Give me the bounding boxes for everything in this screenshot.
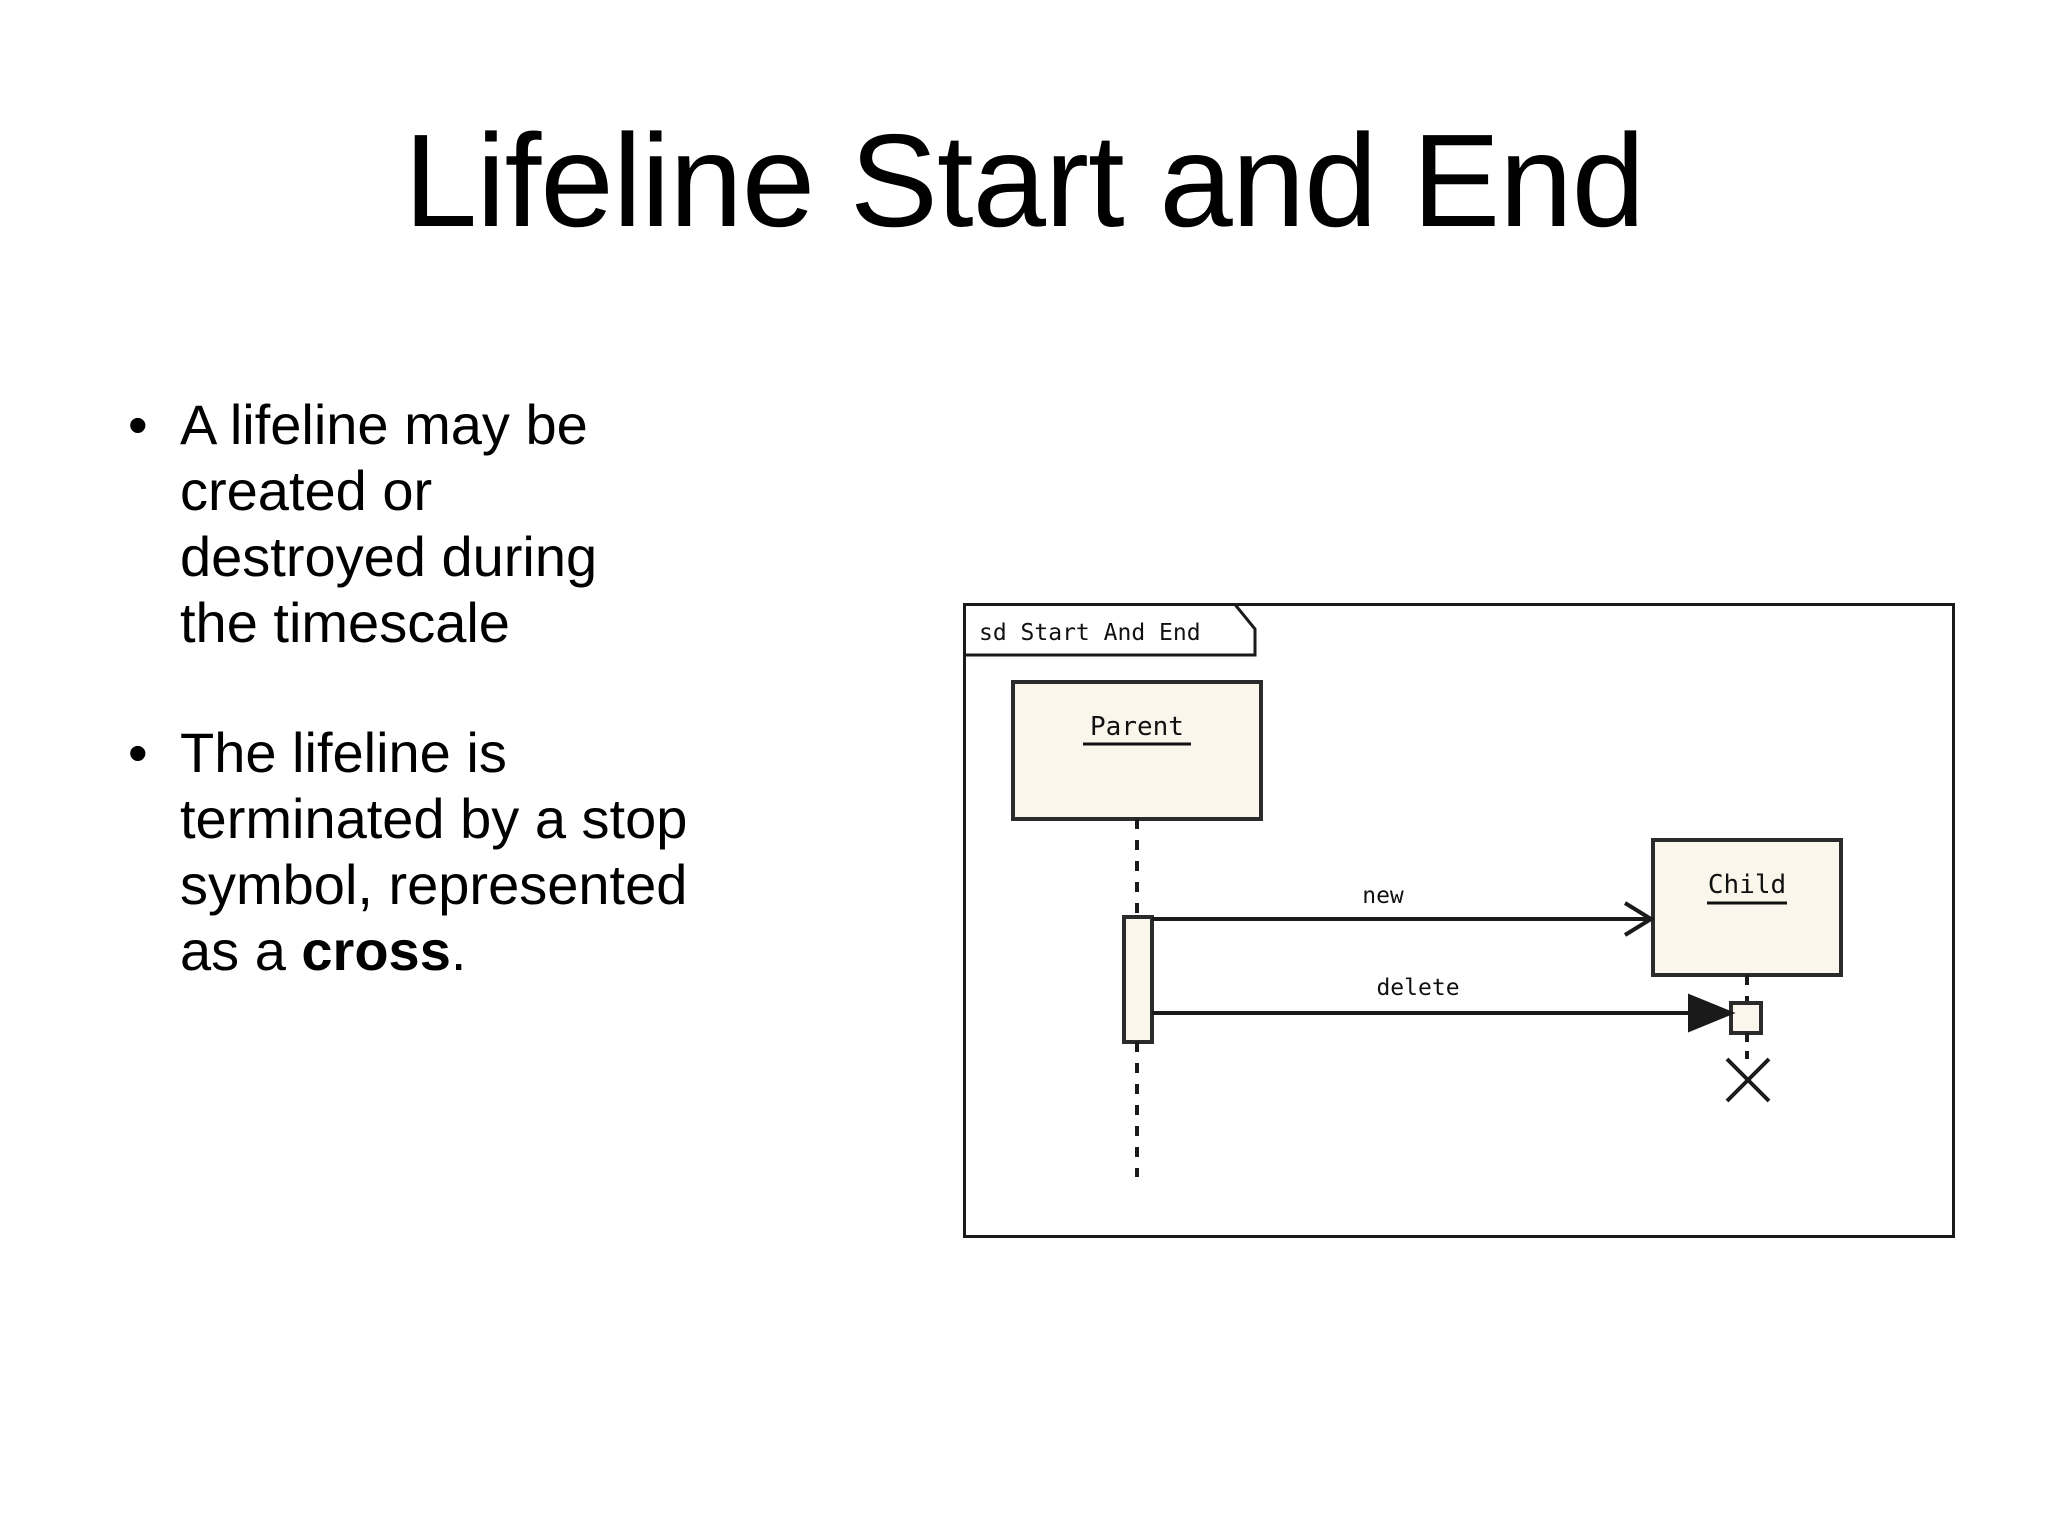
message-new: new [1152, 883, 1655, 937]
bullet-list: • A lifeline may be created or destroyed… [118, 392, 718, 984]
arrowhead-filled-icon [1688, 993, 1736, 1033]
bullet-line-final: as a cross. [180, 919, 466, 982]
arrowhead-open-icon [1623, 901, 1655, 937]
bullet-line: destroyed during [180, 525, 598, 588]
bullet-line-prefix: as a [180, 919, 302, 982]
message-label-new: new [1362, 883, 1404, 909]
bullet-emphasis: cross [301, 919, 451, 982]
bullet-line: terminated by a stop [180, 787, 688, 850]
bullet-line: The lifeline is [180, 721, 507, 784]
activation-bar-parent [1122, 915, 1154, 1044]
lifeline-head-child [1651, 838, 1843, 977]
bullet-line: A lifeline may be [180, 393, 588, 456]
stop-symbol-cross-icon [1725, 1057, 1771, 1103]
bullet-text: A lifeline may be created or destroyed d… [180, 392, 718, 656]
page-title: Lifeline Start and End [403, 107, 1645, 254]
bullet-line-suffix: . [450, 919, 467, 982]
lifeline-name-child: Child [1708, 870, 1786, 900]
message-delete: delete [1152, 975, 1736, 1033]
list-item: • A lifeline may be created or destroyed… [118, 392, 718, 656]
bullet-line: created or [180, 459, 433, 522]
frame-label-tab [963, 603, 1257, 657]
lifeline-head-parent [1011, 680, 1263, 821]
bullet-line: the timescale [180, 591, 510, 654]
bullet-marker-icon: • [128, 393, 148, 456]
frame-label-text: sd Start And End [979, 620, 1201, 646]
activation-bar-child [1729, 1001, 1763, 1035]
bullet-text: The lifeline is terminated by a stop sym… [180, 720, 718, 984]
lifeline-name-parent: Parent [1090, 712, 1184, 742]
bullet-line: symbol, represented [180, 853, 688, 916]
message-label-delete: delete [1376, 975, 1459, 1001]
uml-sequence-diagram: sd Start And End Parent Child [963, 603, 1955, 1238]
bullet-marker-icon: • [128, 721, 148, 784]
list-item: • The lifeline is terminated by a stop s… [118, 720, 718, 984]
